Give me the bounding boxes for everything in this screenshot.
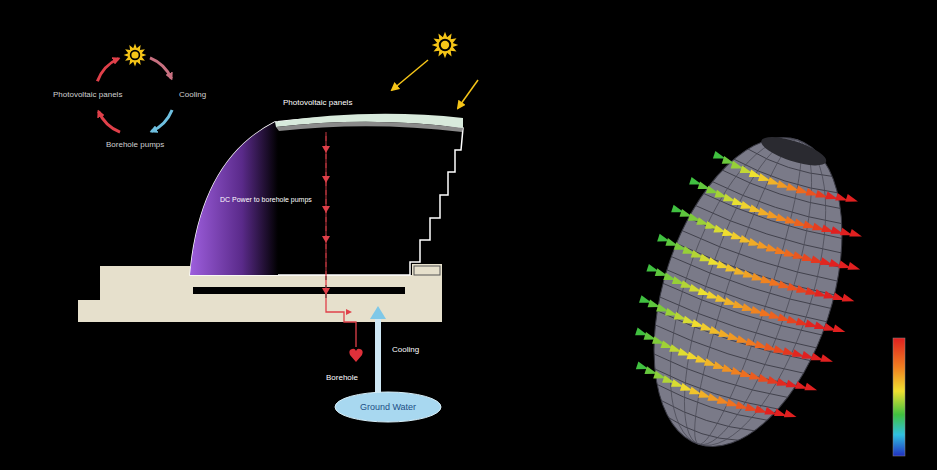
annotation-label: DC Power to borehole pumps (220, 195, 312, 205)
sun-icon (124, 44, 147, 67)
sun-rays (432, 32, 459, 59)
mesh-line (681, 231, 838, 286)
wind-arrow (820, 354, 834, 365)
ground-water-ellipse: Ground Water (334, 391, 442, 423)
mesh-line (658, 297, 816, 353)
sun-disc (438, 38, 452, 52)
svg-g (97, 32, 897, 470)
mesh-line (656, 311, 811, 366)
basement-band (193, 287, 405, 294)
dc-arrowhead (322, 236, 330, 243)
dc-arrowhead (322, 206, 330, 213)
mesh-line (652, 354, 787, 402)
sun-disc (129, 49, 141, 61)
dc-arrowhead (346, 309, 352, 315)
mesh-line (687, 218, 840, 272)
wind-arrow (804, 383, 818, 394)
wind-arrow (842, 294, 856, 305)
annotation-label: Cooling (392, 345, 419, 355)
dc-arrowhead (322, 176, 330, 183)
building-shell (619, 114, 878, 470)
cycle-arrow (97, 59, 118, 82)
annotation-label: Cooling (179, 90, 206, 100)
annotation-label: Borehole pumps (106, 140, 164, 150)
dc-arrowhead (322, 146, 330, 153)
annotation-label: Borehole (326, 373, 358, 383)
mesh-line (654, 325, 804, 378)
side-room (414, 266, 440, 275)
pump-heart (349, 349, 362, 362)
node-text: Ground Water (360, 402, 416, 413)
mesh-line (670, 257, 831, 314)
mesh-line (659, 127, 838, 457)
wind-arrow (849, 229, 863, 240)
sunlight-arrow (392, 60, 428, 90)
cycle-arrow (99, 111, 121, 132)
borehole-pipe (375, 318, 381, 394)
cooling-arrow (370, 306, 386, 319)
mesh-line (653, 339, 796, 390)
cycle-arrow (150, 58, 172, 79)
mesh-line (733, 159, 838, 197)
sun-core (131, 51, 138, 58)
roof-underside (276, 122, 463, 132)
color-scale-bar (893, 338, 905, 456)
mesh-line (661, 283, 821, 339)
mesh-line (679, 133, 818, 450)
wind-arrow (847, 262, 861, 273)
dc-power-line (325, 132, 326, 300)
ellipse-shape (335, 392, 441, 422)
mesh-line (660, 400, 755, 435)
mesh-line (711, 182, 842, 229)
mesh-line (639, 120, 858, 463)
mesh-line (675, 244, 834, 300)
wind-arrow (833, 325, 847, 336)
dc-arrowhead (322, 288, 330, 295)
dc-power-line (326, 132, 356, 347)
cycle-arrow (151, 110, 172, 132)
building-3d-model (601, 108, 898, 470)
sun-icon (432, 32, 459, 59)
mesh-line (694, 206, 841, 258)
annotation-label: Photovoltaic panels (283, 98, 352, 108)
sun-rays (124, 44, 147, 67)
sunlight-arrow (458, 80, 478, 108)
roof-cap (758, 131, 829, 171)
sun-core (441, 41, 449, 49)
mesh-line (665, 270, 826, 327)
annotation-label: Photovoltaic panels (53, 90, 122, 100)
wind-arrow (784, 410, 798, 421)
wind-arrow (845, 194, 859, 205)
